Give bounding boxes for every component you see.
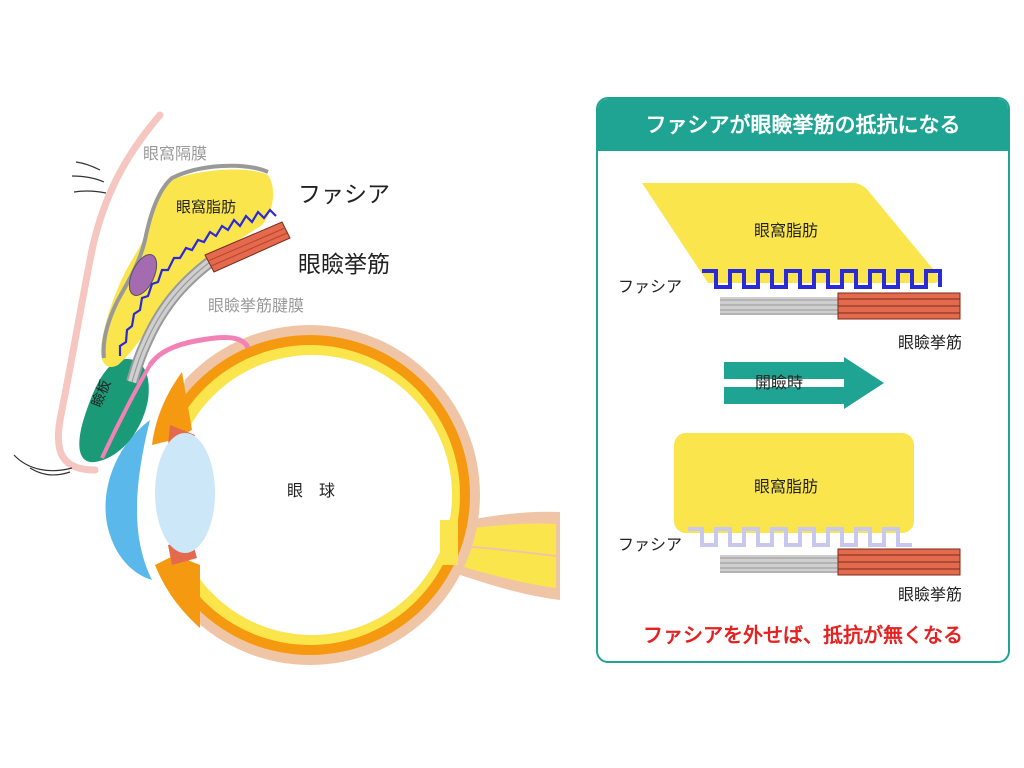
top-fat-label: 眼窩脂肪 xyxy=(754,221,819,240)
orbital-septum xyxy=(101,163,269,359)
conclusion-text: ファシアを外せば、抵抗が無くなる xyxy=(643,623,963,647)
eyebrow-hairs xyxy=(71,161,107,194)
ciliary-lower xyxy=(155,555,200,628)
lens xyxy=(155,433,215,553)
fat-pad xyxy=(128,254,158,296)
arrow-label: 開瞼時 xyxy=(755,373,804,392)
orbital-fat-label: 眼窩脂肪 xyxy=(176,198,237,216)
orbital-fat xyxy=(100,169,274,368)
levator-aponeurosis-label: 眼瞼挙筋腱膜 xyxy=(208,296,305,315)
panel-title: ファシアが眼瞼挙筋の抵抗になる xyxy=(598,99,1008,151)
orbital-septum-label: 眼窩隔膜 xyxy=(143,144,208,163)
levator-label: 眼瞼挙筋 xyxy=(298,252,390,278)
bottom-fascia-label: ファシア xyxy=(618,535,683,554)
skin-outline xyxy=(54,111,164,474)
top-levator-label: 眼瞼挙筋 xyxy=(898,333,963,352)
conjunctiva xyxy=(147,335,251,367)
bottom-fat-label: 眼窩脂肪 xyxy=(754,477,819,496)
top-fascia-label: ファシア xyxy=(618,277,683,296)
fascia-zigzag xyxy=(118,208,277,356)
panel-illustration xyxy=(642,183,961,576)
cornea xyxy=(105,420,152,580)
eyelashes xyxy=(13,454,73,476)
bottom-orbital-fat xyxy=(674,433,914,533)
eye-cross-section xyxy=(13,111,560,665)
ciliary-upper xyxy=(152,372,192,445)
top-fascia-zigzag xyxy=(702,269,942,289)
explanation-panel: ファシアが眼瞼挙筋の抵抗になる 眼窩脂肪 xyxy=(596,97,1010,663)
bottom-fascia-zigzag xyxy=(688,527,912,547)
fascia-label: ファシア xyxy=(298,182,390,208)
top-orbital-fat xyxy=(642,183,940,283)
eyeball-label: 眼 球 xyxy=(287,481,336,500)
bottom-levator-label: 眼瞼挙筋 xyxy=(898,585,963,604)
vitreous xyxy=(172,355,452,635)
tarsus-plate xyxy=(79,359,149,463)
